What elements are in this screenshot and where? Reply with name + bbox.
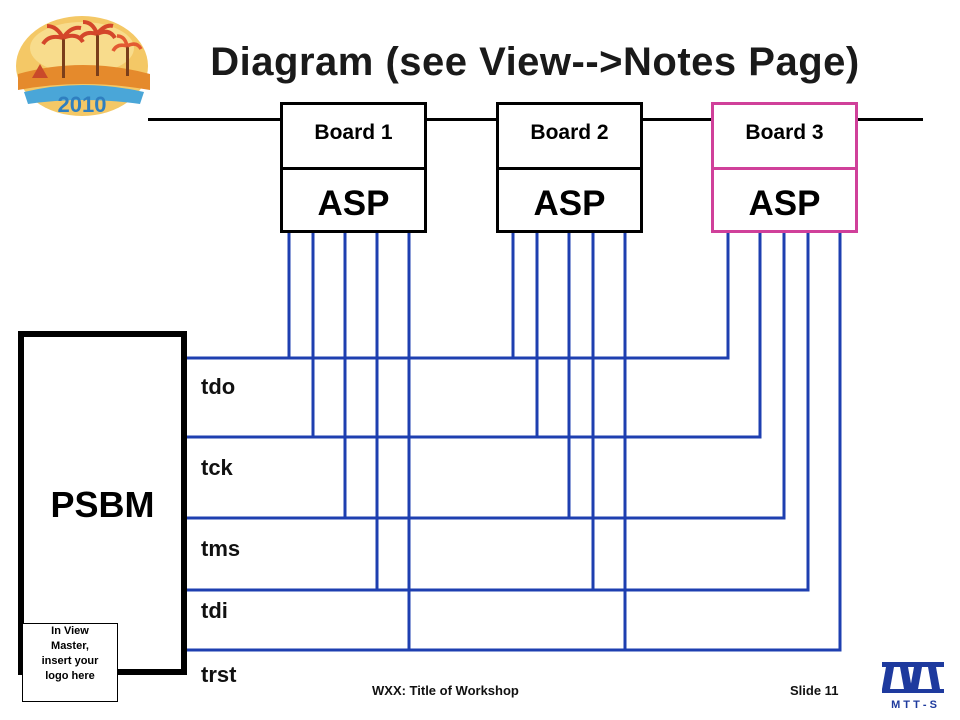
board-1-divider [283, 167, 424, 170]
signal-label-tck: tck [201, 455, 233, 480]
psbm-label: PSBM [50, 484, 155, 525]
slide-title: Diagram (see View-->Notes Page) [210, 40, 860, 84]
board-3-chip-label: ASP [748, 184, 821, 223]
logo-placeholder-line: In View [51, 625, 89, 637]
logo-placeholder-line: logo here [45, 670, 95, 682]
logo-placeholder-line: insert your [41, 655, 99, 667]
signal-label-tms: tms [201, 536, 241, 561]
signal-label-trst: trst [201, 662, 237, 687]
logo-placeholder-box: In View Master, insert your logo here [22, 623, 118, 702]
mtt-s-logo-text: M T T - S [891, 699, 937, 711]
footer-workshop-title: WXX: Title of Workshop [372, 683, 519, 698]
logo-placeholder-line: Master, [51, 640, 89, 652]
board-2-label: Board 2 [530, 121, 609, 144]
conference-logo-icon: 2010 [16, 16, 150, 117]
board-1-chip-label: ASP [317, 184, 390, 223]
board-3-label: Board 3 [745, 121, 824, 144]
signal-label-tdo: tdo [201, 374, 236, 399]
mtt-s-logo-icon: M T T - S [882, 662, 944, 711]
board-2-chip-label: ASP [533, 184, 606, 223]
board-1-label: Board 1 [314, 121, 393, 144]
board-2-divider [499, 167, 640, 170]
psbm-block: PSBM [18, 331, 187, 675]
board-3: Board 3 ASP [711, 102, 858, 233]
board-3-divider [714, 167, 855, 170]
signal-label-tdi: tdi [201, 598, 228, 623]
footer-slide-number: Slide 11 [790, 683, 839, 698]
board-1: Board 1 ASP [280, 102, 427, 233]
conference-logo-year: 2010 [58, 92, 107, 117]
board-2: Board 2 ASP [496, 102, 643, 233]
